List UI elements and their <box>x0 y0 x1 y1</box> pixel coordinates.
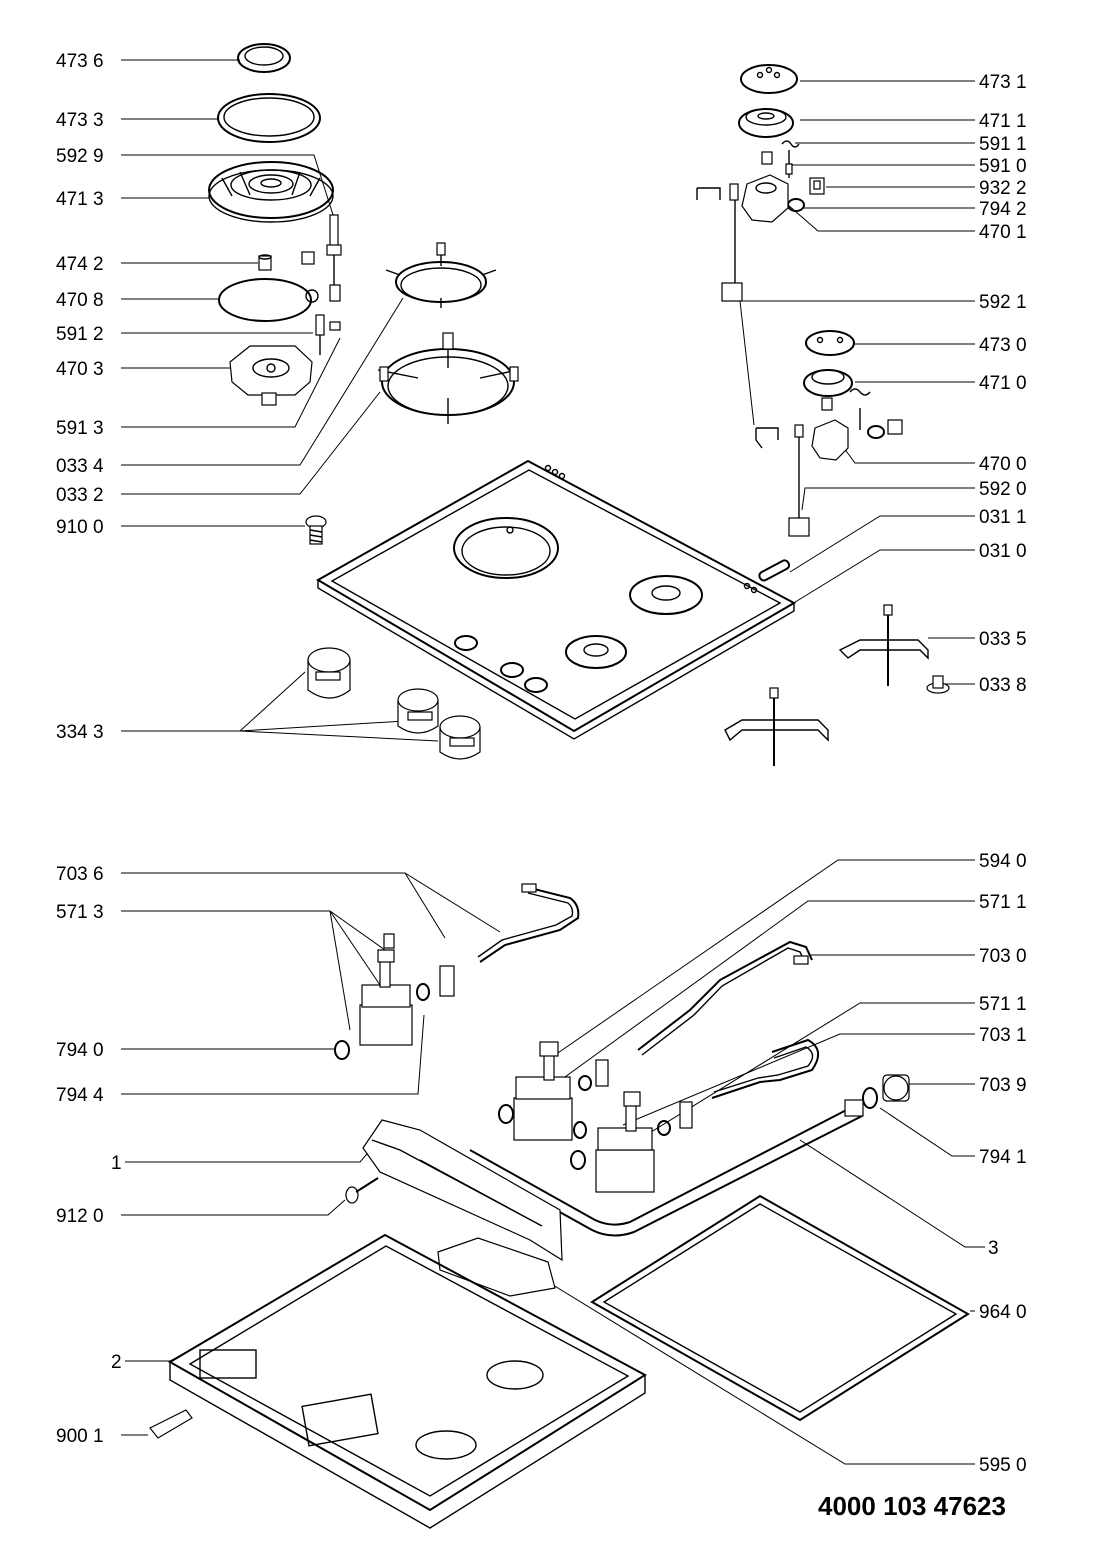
pin-033-8 <box>926 675 950 694</box>
seal-031-1 <box>758 559 791 582</box>
label-571-1-a: 571 1 <box>979 892 1027 913</box>
reference-number: 4000 103 47623 <box>818 1491 1006 1521</box>
burner-cap-473-1 <box>740 64 798 94</box>
label-900-1: 900 1 <box>56 1426 104 1447</box>
manifold-3 <box>469 1099 864 1237</box>
label-033-4: 033 4 <box>56 456 104 477</box>
gas-pipe-703-0 <box>637 940 813 1056</box>
label-473-6: 473 6 <box>56 51 104 72</box>
pan-support-033-5 <box>838 604 929 686</box>
pan-support-second <box>724 687 829 766</box>
label-471-0: 471 0 <box>979 373 1027 394</box>
label-910-0: 910 0 <box>56 517 104 538</box>
thermocouple-592-0 <box>788 424 810 537</box>
label-031-0: 031 0 <box>979 541 1027 562</box>
label-591-3: 591 3 <box>56 418 104 439</box>
label-334-3: 334 3 <box>56 722 104 743</box>
label-794-0: 794 0 <box>56 1040 104 1061</box>
left-labels: 473 6 473 3 592 9 471 3 474 2 470 8 591 … <box>56 51 122 1447</box>
knob-334-3-c <box>439 715 481 760</box>
label-591-2: 591 2 <box>56 324 104 345</box>
label-571-3: 571 3 <box>56 902 104 923</box>
screw-910-0 <box>305 515 327 545</box>
label-471-3: 471 3 <box>56 189 104 210</box>
label-473-1: 473 1 <box>979 72 1027 93</box>
electrode-591-0 <box>761 150 793 178</box>
label-033-8: 033 8 <box>979 675 1027 696</box>
burner-head-471-3 <box>208 161 334 223</box>
pan-support-033-2 <box>377 332 519 424</box>
gas-pipe-703-6 <box>477 883 580 963</box>
burner-cap-473-6 <box>237 43 291 73</box>
bracket-900-1 <box>149 1409 193 1439</box>
injector-474-2 <box>258 254 272 271</box>
base-tray-2 <box>168 1233 647 1529</box>
burner-body-470-1 <box>696 174 789 302</box>
label-703-6: 703 6 <box>56 864 104 885</box>
electrode-592-1 <box>755 427 779 449</box>
label-595-0: 595 0 <box>979 1455 1027 1476</box>
label-3: 3 <box>988 1238 999 1259</box>
valve-571-1-a <box>498 1041 609 1141</box>
hob-top-031-0 <box>316 459 797 740</box>
label-571-1-b: 571 1 <box>979 994 1027 1015</box>
knob-334-3-b <box>397 688 439 734</box>
label-470-8: 470 8 <box>56 290 104 311</box>
label-474-2: 474 2 <box>56 254 104 275</box>
label-470-3: 470 3 <box>56 359 104 380</box>
label-592-9: 592 9 <box>56 146 104 167</box>
label-591-1: 591 1 <box>979 134 1027 155</box>
valve-571-1-b <box>570 1091 693 1193</box>
label-031-1: 031 1 <box>979 507 1027 528</box>
label-794-4: 794 4 <box>56 1085 104 1106</box>
gasket-470-8 <box>218 278 319 322</box>
label-033-2: 033 2 <box>56 485 104 506</box>
label-033-5: 033 5 <box>979 629 1027 650</box>
connector-595-0 <box>437 1237 556 1297</box>
knob-334-3-a <box>307 647 351 699</box>
clip-591-1 <box>781 140 800 148</box>
label-703-9: 703 9 <box>979 1075 1027 1096</box>
thermocouple-591-2 <box>315 314 341 355</box>
gasket-794-2 <box>787 198 805 212</box>
label-592-1: 592 1 <box>979 292 1027 313</box>
bracket-1 <box>362 1119 563 1262</box>
burner-body-470-0 <box>811 388 903 461</box>
ignition-electrode-592-9 <box>301 214 342 302</box>
clip-932-2 <box>809 177 825 195</box>
gasket-794-1 <box>862 1087 878 1109</box>
screw-912-0 <box>345 1177 379 1204</box>
label-471-1: 471 1 <box>979 111 1027 132</box>
label-932-2: 932 2 <box>979 178 1027 199</box>
label-591-0: 591 0 <box>979 156 1027 177</box>
label-592-0: 592 0 <box>979 479 1027 500</box>
label-2: 2 <box>111 1352 122 1373</box>
burner-head-471-0 <box>803 369 853 397</box>
label-470-0: 470 0 <box>979 454 1027 475</box>
label-912-0: 912 0 <box>56 1206 104 1227</box>
label-473-0: 473 0 <box>979 335 1027 356</box>
gasket-964-0 <box>590 1194 970 1422</box>
label-794-1: 794 1 <box>979 1147 1027 1168</box>
label-473-3: 473 3 <box>56 110 104 131</box>
burner-body-470-3 <box>229 345 313 406</box>
label-703-1: 703 1 <box>979 1025 1027 1046</box>
label-964-0: 964 0 <box>979 1302 1027 1323</box>
burner-ring-473-3 <box>217 93 321 143</box>
label-470-1: 470 1 <box>979 222 1027 243</box>
label-794-2: 794 2 <box>979 199 1027 220</box>
label-703-0: 703 0 <box>979 946 1027 967</box>
label-594-0: 594 0 <box>979 851 1027 872</box>
label-1: 1 <box>111 1153 122 1174</box>
gas-pipe-703-1 <box>711 1038 819 1099</box>
burner-cap-473-0 <box>805 330 855 356</box>
pan-support-033-4 <box>385 242 497 308</box>
valve-571-3 <box>334 933 455 1060</box>
right-labels: 473 1 471 1 591 1 591 0 932 2 794 2 470 … <box>979 72 1027 1476</box>
elbow-703-9 <box>882 1074 910 1102</box>
burner-head-471-1 <box>738 108 794 138</box>
